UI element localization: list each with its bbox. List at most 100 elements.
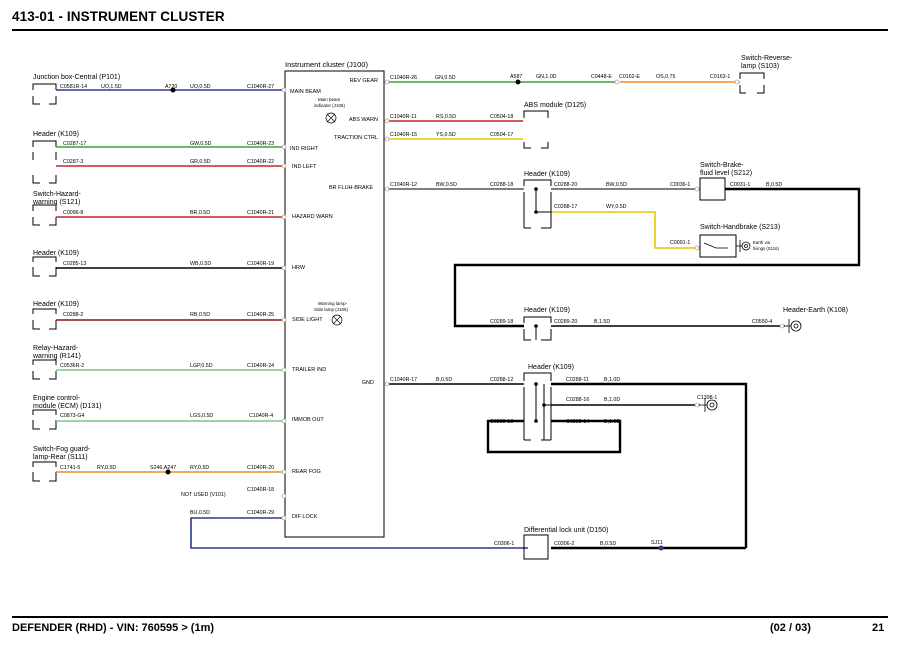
side-light-lamp-label2: Side lamp (J105)	[314, 307, 349, 312]
side-light-lamp-icon	[331, 314, 343, 326]
wire-lgs05: LGS,0.5D	[190, 413, 213, 419]
splice-sj11	[658, 545, 664, 551]
pin-abs-warn: ABS WARN	[349, 117, 378, 123]
splice-a720-label: A720	[165, 84, 177, 90]
wire-rs05: RS,0.5D	[436, 114, 456, 120]
comp-reverse-switch-2: lamp (S103)	[741, 63, 779, 70]
splice-s246-label: S246,A247	[150, 465, 176, 471]
conn-c0288-13: C0288-13	[490, 419, 513, 425]
conn-c0285-13: C0285-13	[63, 261, 86, 267]
conn-c0288-20: C0288-20	[554, 182, 577, 188]
conn-c1398-1: C1398-1	[697, 395, 717, 401]
conn-c0581r-14: C0581R-14	[60, 84, 87, 90]
instrument-cluster-box	[284, 70, 385, 538]
comp-brake-fluid-switch: Switch-Brake-	[700, 162, 744, 169]
wire-br05: BR,0.5D	[190, 210, 210, 216]
conn-c1040r-15: C1040R-15	[390, 132, 417, 138]
conn-c0306-1: C0306-1	[494, 541, 514, 547]
conn-c0288-2: C0288-2	[63, 312, 83, 318]
wire-b10-a: B,1.0D	[604, 377, 620, 383]
conn-c0504-17: C0504-17	[490, 132, 513, 138]
splice-a587-label: A587	[510, 74, 522, 80]
wire-ry05-a: RY,0.5D	[97, 465, 116, 471]
conn-c0036-1: C0036-1	[670, 182, 690, 188]
footer-vehicle: DEFENDER (RHD) - VIN: 760595 > (1m)	[12, 622, 215, 634]
conn-c0031-1: C0031-1	[730, 182, 750, 188]
conn-c1040r-25: C1040R-25	[247, 312, 274, 318]
wire-gn10: GN,1.0D	[536, 74, 557, 80]
wire-rb05: RB,0.5D	[190, 312, 210, 318]
wire-lgp05: LGP,0.5D	[190, 363, 213, 369]
conn-c0162-e: C0162-E	[619, 74, 640, 80]
wire-b05-gnd: B,0.5D	[436, 377, 452, 383]
comp-brake-fluid-switch-2: fluid level (S212)	[700, 170, 752, 177]
conn-c1040r-26: C1040R-26	[390, 75, 417, 81]
page-title: 413-01 - INSTRUMENT CLUSTER	[12, 9, 225, 24]
wire-dif-lock	[190, 517, 528, 549]
conn-c1040r-27: C1040R-27	[247, 84, 274, 90]
wire-b05-diff: B,0.5D	[600, 541, 616, 547]
wire-b15: B,1.5D	[594, 319, 610, 325]
wire-b10-c: B,1.0D	[604, 419, 620, 425]
conn-c1040r-19: C1040R-19	[247, 261, 274, 267]
left-connector-brackets	[32, 83, 57, 482]
comp-relay-hazard-2: warning (R141)	[32, 353, 81, 360]
conn-c0288-14: C0288-14	[566, 419, 589, 425]
wire-wb05: WB,0.5D	[190, 261, 211, 267]
conn-c1040r-4: C1040R-4	[249, 413, 273, 419]
conn-c0288-16: C0288-16	[566, 397, 589, 403]
comp-junction-box: Junction box-Central (P101)	[33, 74, 120, 81]
wire-ry05-b: RY,0.5D	[190, 465, 209, 471]
comp-header-k108: Header-Earth (K108)	[783, 307, 848, 314]
conn-c0096-8: C0096-8	[63, 210, 83, 216]
wire-uo15: UO,1.5D	[101, 84, 122, 90]
conn-c0288-17: C0288-17	[554, 204, 577, 210]
conn-c0536r-2: C0536R-2	[60, 363, 84, 369]
comp-header-k109-1: Header (K109)	[33, 131, 79, 138]
conn-c1040r-23: C1040R-23	[247, 141, 274, 147]
main-beam-lamp-icon	[325, 112, 337, 124]
conn-c1040r-11: C1040R-11	[390, 114, 417, 120]
cluster-left-pins	[281, 87, 287, 521]
splice-a720	[170, 87, 176, 93]
comp-diff-lock: Differential lock unit (D150)	[524, 527, 608, 534]
comp-abs-module: ABS module (D125)	[524, 102, 586, 109]
conn-c1040r-21: C1040R-21	[247, 210, 274, 216]
pin-traction-ctrl: TRACTION CTRL	[334, 135, 378, 141]
comp-hazard-switch: Switch-Hazard-	[33, 191, 82, 198]
pin-side-light: SIDE LIGHT	[292, 317, 323, 323]
header-internal-links	[535, 189, 551, 440]
cluster-title: Instrument cluster (J100)	[285, 60, 368, 69]
conn-c0287-3: C0287-3	[63, 159, 83, 165]
inline-connector-dots	[384, 79, 785, 408]
comp-header-k109-2: Header (K109)	[33, 250, 79, 257]
conn-c0289-18: C0289-18	[490, 319, 513, 325]
comp-reverse-switch: Switch-Reverse-	[741, 55, 793, 62]
conn-c1040r-17: C1040R-17	[390, 377, 417, 383]
wire-os075: OS,0.75	[656, 74, 675, 80]
pin-hazard-warn: HAZARD WARN	[292, 214, 333, 220]
wire-gr05: GR,0.5D	[190, 159, 211, 165]
conn-c1741-5: C1741-5	[60, 465, 80, 471]
splice-sj11-label: SJ11	[651, 540, 663, 546]
comp-header-k109-gnd: Header (K109)	[528, 364, 574, 371]
earth-via-label-2: fixings (S116)	[753, 246, 780, 251]
earth-icon-handbrake	[736, 240, 751, 252]
wire-ys05: YS,0.5D	[436, 132, 456, 138]
conn-c0288-12: C0288-12	[490, 377, 513, 383]
pin-rear-fog: REAR FOG	[292, 469, 321, 475]
wire-gn05: GN,0.5D	[435, 75, 456, 81]
conn-c0448-e: C0448-E	[591, 74, 612, 80]
comp-ecm-2: module (ECM) (D131)	[33, 403, 101, 410]
pin-br-fluh-brake: BR FLUH-BRAKE	[329, 185, 373, 191]
wire-gnd-out-c	[486, 419, 622, 454]
wire-bw05-b: BW,0.5D	[606, 182, 627, 188]
conn-c0306-2: C0306-2	[554, 541, 574, 547]
comp-hazard-switch-2: warning (S121)	[32, 199, 80, 206]
comp-handbrake-switch: Switch-Handbrake (S213)	[700, 224, 780, 231]
conn-c1040r-18: C1040R-18	[247, 487, 274, 493]
side-light-lamp-label: Warning lamp-	[318, 301, 348, 306]
pin-gnd: GND	[362, 380, 374, 386]
conn-c1040r-24: C1040R-24	[247, 363, 274, 369]
splice-a587	[515, 79, 521, 85]
